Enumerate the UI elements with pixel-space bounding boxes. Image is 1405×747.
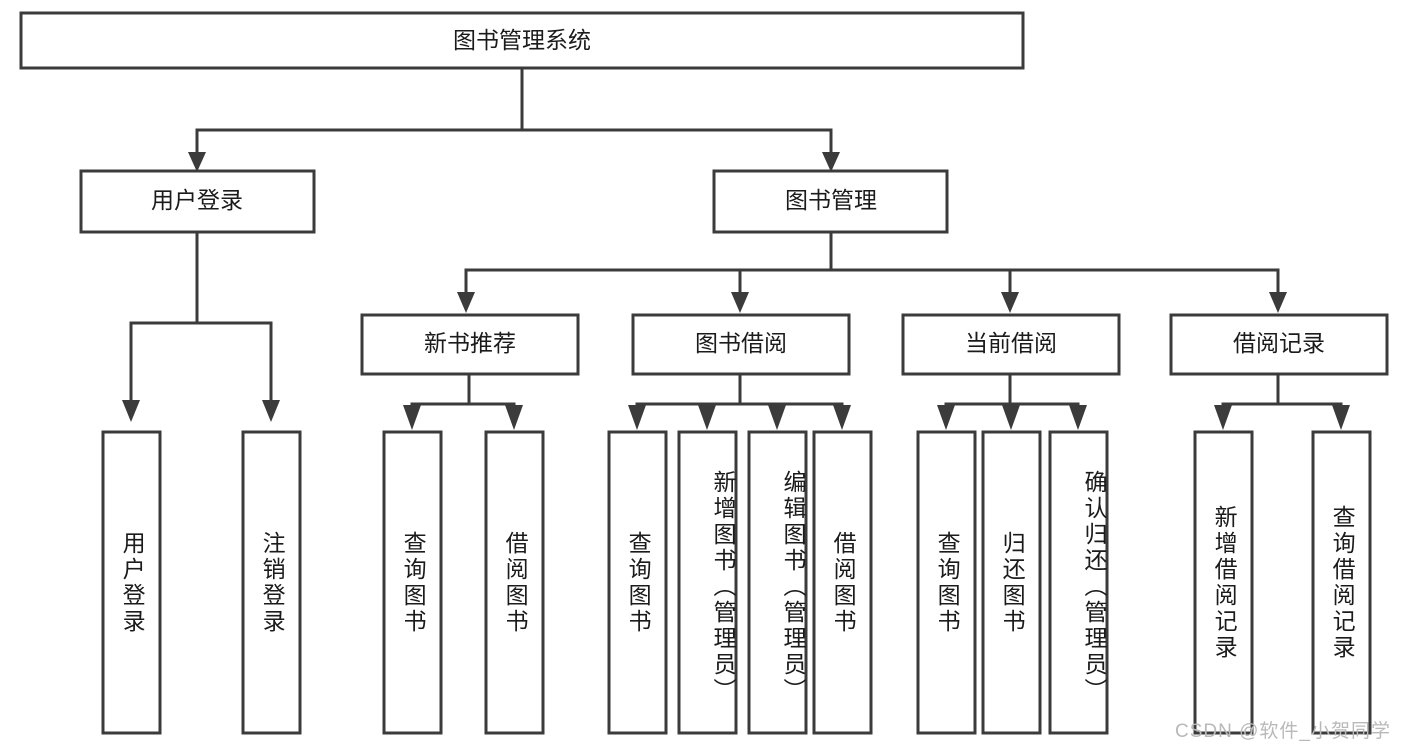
leaf-box-user-login[interactable] — [101, 430, 162, 735]
arrow-record-to-leaf-2 — [1332, 405, 1350, 430]
arrow-newbook-to-leaf-2 — [505, 405, 523, 430]
node-new-book-recommend-box[interactable] — [360, 313, 580, 376]
leaf-box-confirm-return[interactable] — [1048, 430, 1109, 735]
edge-borrow-bus — [635, 372, 844, 420]
leaf-box-logout[interactable] — [241, 430, 302, 735]
leaf-box-query-book-1[interactable] — [382, 430, 443, 735]
node-borrow-record-box[interactable] — [1169, 313, 1389, 376]
node-book-borrow[interactable]: 图书借阅 — [631, 313, 851, 376]
node-current-borrow-label: 当前借阅 — [965, 330, 1057, 356]
edge-userlogin-bus — [129, 230, 273, 402]
node-root[interactable]: 图书管理系统 — [19, 11, 1025, 70]
arrow-borrow-to-leaf-3 — [768, 405, 786, 430]
edge-newbook-bus — [410, 372, 516, 420]
edge-root-bus — [195, 66, 833, 154]
leaf-box-add-book[interactable] — [677, 430, 738, 735]
leaf-box-borrow-book-2[interactable] — [812, 430, 873, 735]
node-root-box[interactable] — [19, 11, 1025, 70]
arrow-root-to-book-mgmt — [822, 152, 840, 172]
node-book-management-box[interactable] — [712, 169, 949, 234]
arrow-current-to-leaf-2 — [1002, 405, 1020, 430]
arrow-current-to-leaf-1 — [937, 405, 955, 430]
node-user-login[interactable]: 用户登录 — [79, 169, 316, 234]
node-user-login-label: 用户登录 — [151, 187, 243, 213]
arrow-record-to-leaf-1 — [1214, 405, 1232, 430]
node-root-label: 图书管理系统 — [453, 27, 591, 53]
node-current-borrow-box[interactable] — [901, 313, 1121, 376]
node-current-borrow[interactable]: 当前借阅 — [901, 313, 1121, 376]
leaf-box-borrow-book-1[interactable] — [484, 430, 545, 735]
arrow-bookmgmt-to-current — [1001, 292, 1019, 313]
node-book-management[interactable]: 图书管理 — [712, 169, 949, 234]
leaf-box-edit-book[interactable] — [747, 430, 808, 735]
node-borrow-record-label: 借阅记录 — [1233, 330, 1325, 356]
node-book-borrow-label: 图书借阅 — [695, 330, 787, 356]
arrow-borrow-to-leaf-2 — [698, 405, 716, 430]
leaf-box-add-record[interactable] — [1193, 430, 1254, 735]
arrow-root-to-user-login — [188, 152, 206, 172]
csdn-watermark: CSDN @软件_小贺同学 — [1175, 721, 1391, 742]
arrow-borrow-to-leaf-1 — [628, 405, 646, 430]
leaf-box-query-book-2[interactable] — [607, 430, 668, 735]
connectors-layer — [122, 66, 1350, 430]
arrow-newbook-to-leaf-1 — [403, 405, 421, 430]
node-borrow-record[interactable]: 借阅记录 — [1169, 313, 1389, 376]
leaf-box-return-book[interactable] — [981, 430, 1042, 735]
node-new-book-recommend-label: 新书推荐 — [424, 330, 516, 356]
arrow-bookmgmt-to-newbook — [457, 292, 475, 313]
leaf-boxes-layer — [101, 430, 1372, 735]
edge-record-bus — [1221, 372, 1343, 420]
arrow-userlogin-to-leaf-1 — [122, 400, 140, 422]
leaf-box-query-book-3[interactable] — [916, 430, 977, 735]
node-book-management-label: 图书管理 — [785, 187, 877, 213]
arrow-bookmgmt-to-record — [1269, 292, 1287, 313]
edge-bookmgmt-bus — [464, 230, 1280, 294]
arrow-bookmgmt-to-borrow — [731, 292, 749, 313]
node-book-borrow-box[interactable] — [631, 313, 851, 376]
leaf-box-query-record[interactable] — [1311, 430, 1372, 735]
arrow-current-to-leaf-3 — [1069, 405, 1087, 430]
node-user-login-box[interactable] — [79, 169, 316, 234]
node-new-book-recommend[interactable]: 新书推荐 — [360, 313, 580, 376]
arrow-userlogin-to-leaf-2 — [262, 400, 280, 422]
arrow-borrow-to-leaf-4 — [833, 405, 851, 430]
